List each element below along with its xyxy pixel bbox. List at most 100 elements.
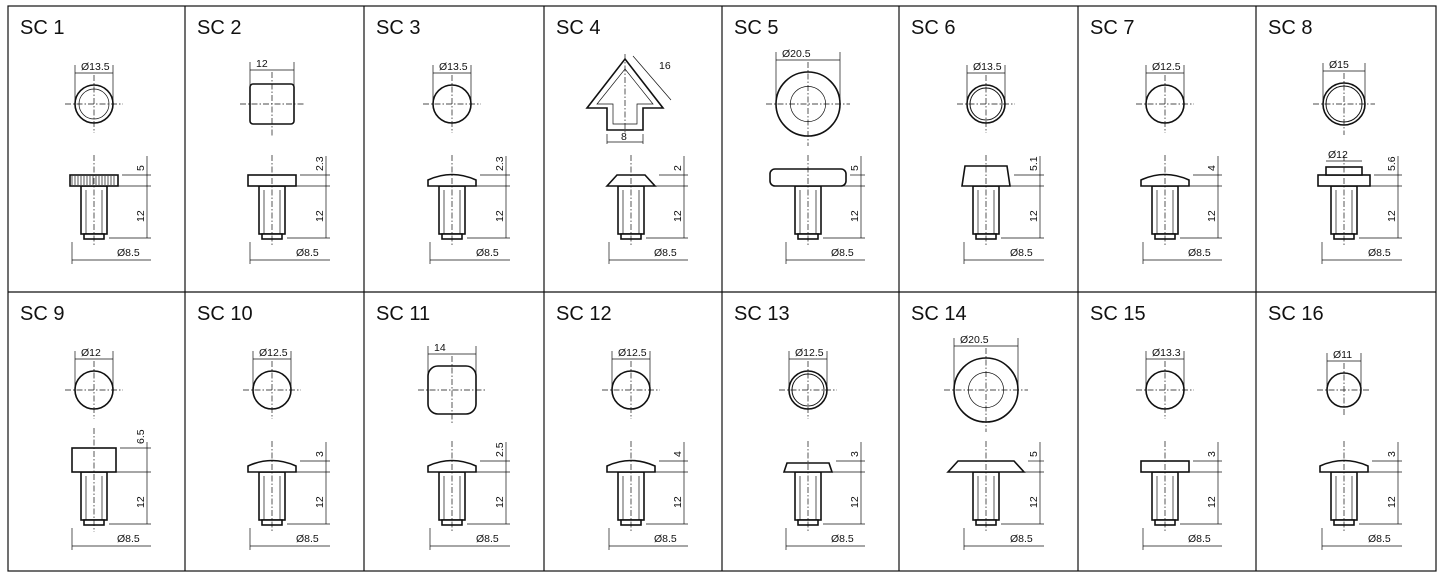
cell-title: SC 12 — [556, 303, 612, 325]
cell-title: SC 16 — [1268, 303, 1324, 325]
cell-title: SC 2 — [197, 17, 241, 39]
head-height: 2 — [672, 165, 684, 171]
cell-sc10: SC 10 Ø12.5 12 3Ø8.5 — [197, 303, 330, 550]
cell-title: SC 5 — [734, 17, 778, 39]
cell-sc1: SC 1 Ø13.5 12 5Ø8.5 — [20, 17, 151, 264]
cell-title: SC 13 — [734, 303, 790, 325]
top-dimension: Ø12.5 — [259, 347, 288, 359]
stem-diameter: Ø8.5 — [296, 533, 319, 545]
cell-title: SC 9 — [20, 303, 64, 325]
top-dimension: Ø12.5 — [795, 347, 824, 359]
head-height: 3 — [1386, 451, 1398, 457]
side-view: 12 3Ø8.5 — [247, 441, 330, 550]
top-dimension: 12 — [256, 58, 268, 70]
cell-title: SC 8 — [1268, 17, 1312, 39]
top-view: Ø13.5 — [957, 61, 1015, 133]
cell-title: SC 1 — [20, 17, 64, 39]
width-dimension: 8 — [621, 131, 627, 143]
top-view: Ø13.3 — [1136, 347, 1194, 419]
stem-diameter: Ø8.5 — [831, 247, 854, 259]
top-dimension: Ø11 — [1333, 349, 1352, 361]
side-view: 125.1Ø8.5 — [961, 155, 1044, 264]
side-view: 122.3Ø8.5 — [427, 155, 510, 264]
stem-height: 12 — [314, 496, 326, 508]
top-view: Ø20.5 — [766, 48, 850, 146]
top-dimension: Ø12 — [81, 347, 101, 359]
top-view: Ø20.5 — [944, 334, 1028, 432]
side-view: 12 5Ø8.5 — [69, 155, 151, 264]
top-dimension: Ø13.3 — [1152, 347, 1181, 359]
cell-sc5: SC 5 Ø20.5 12 5Ø8.5 — [734, 17, 865, 264]
cell-sc16: SC 16 Ø11 12 3Ø8.5 — [1268, 303, 1402, 550]
side-view: 122.3Ø8.5 — [247, 155, 330, 264]
head-height: 5 — [1028, 451, 1040, 457]
head-height: 2.5 — [494, 442, 506, 457]
top-view: Ø11 — [1317, 349, 1371, 417]
head-height: 5 — [849, 165, 861, 171]
top-dimension: Ø12.5 — [1152, 61, 1181, 73]
stem-diameter: Ø8.5 — [1188, 533, 1211, 545]
head-diameter: Ø12 — [1328, 149, 1348, 161]
stem-diameter: Ø8.5 — [476, 247, 499, 259]
cell-title: SC 14 — [911, 303, 967, 325]
stem-diameter: Ø8.5 — [1368, 247, 1391, 259]
head-height: 3 — [314, 451, 326, 457]
side-view: 12 3Ø8.5 — [1319, 441, 1402, 550]
stem-height: 12 — [1386, 496, 1398, 508]
cell-title: SC 3 — [376, 17, 420, 39]
top-view: Ø12.5 — [779, 347, 837, 419]
top-dimension: Ø13.5 — [81, 61, 110, 73]
top-view: 12 — [240, 58, 304, 136]
top-view: Ø12.5 — [243, 347, 301, 419]
side-view: 12 4Ø8.5 — [606, 441, 688, 550]
cell-title: SC 10 — [197, 303, 253, 325]
head-height: 4 — [672, 451, 684, 457]
stem-diameter: Ø8.5 — [1188, 247, 1211, 259]
stem-height: 12 — [1028, 496, 1040, 508]
top-view: Ø12 — [65, 347, 123, 419]
head-height: 5 — [135, 165, 147, 171]
top-view: Ø12.5 — [602, 347, 660, 419]
stem-height: 12 — [1028, 210, 1040, 222]
head-height: 5.1 — [1028, 156, 1040, 171]
top-view: Ø15 — [1313, 59, 1375, 135]
side-view: 12 2.5Ø8.5 — [427, 441, 510, 550]
stem-diameter: Ø8.5 — [476, 533, 499, 545]
stem-height: 12 — [672, 496, 684, 508]
stem-height: 12 — [1386, 210, 1398, 222]
head-height: 4 — [1206, 165, 1218, 171]
cell-title: SC 11 — [376, 303, 430, 325]
stem-height: 12 — [135, 210, 147, 222]
head-height: 2.3 — [314, 156, 326, 171]
stem-diameter: Ø8.5 — [654, 533, 677, 545]
cell-sc12: SC 12 Ø12.5 12 4Ø8.5 — [556, 303, 688, 550]
top-dimension: 16 — [659, 60, 671, 72]
head-height: 2.3 — [494, 156, 506, 171]
top-view: 16 8 — [585, 54, 672, 144]
stem-height: 12 — [849, 210, 861, 222]
top-dimension: Ø13.5 — [973, 61, 1002, 73]
stem-diameter: Ø8.5 — [1368, 533, 1391, 545]
top-dimension: Ø13.5 — [439, 61, 468, 73]
stem-height: 12 — [135, 496, 147, 508]
stem-diameter: Ø8.5 — [117, 247, 140, 259]
stem-height: 12 — [1206, 210, 1218, 222]
stem-diameter: Ø8.5 — [117, 533, 140, 545]
cell-title: SC 6 — [911, 17, 955, 39]
head-height: 3 — [1206, 451, 1218, 457]
stem-height: 12 — [314, 210, 326, 222]
stem-height: 12 — [494, 496, 506, 508]
stem-diameter: Ø8.5 — [831, 533, 854, 545]
cell-title: SC 15 — [1090, 303, 1146, 325]
